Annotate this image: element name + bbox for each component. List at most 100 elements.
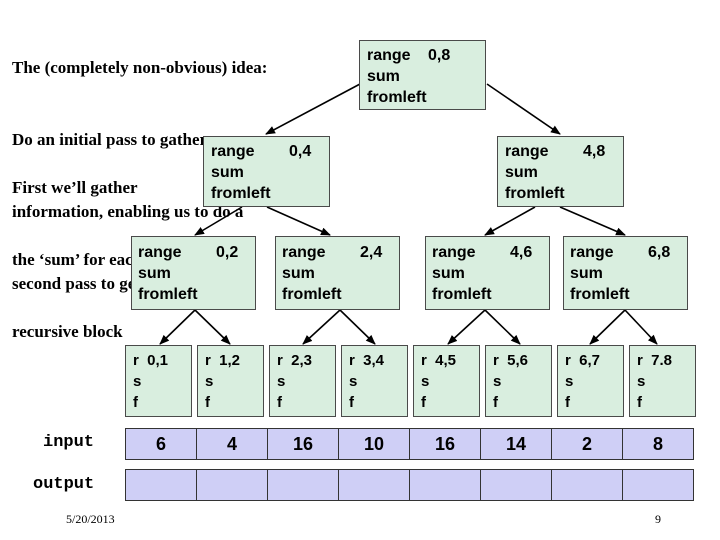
range-label: range xyxy=(282,244,326,261)
tree-leaf: r 1,2 s f xyxy=(197,345,264,417)
fromleft-label: fromleft xyxy=(367,89,427,106)
range-value: 0,4 xyxy=(289,143,312,160)
tree-node-level1: range 0,4 sum fromleft xyxy=(203,136,330,207)
output-cell xyxy=(196,469,268,501)
sum-label: sum xyxy=(211,164,244,181)
tree-node-level2: range 2,4 sum fromleft xyxy=(275,236,400,310)
input-cell: 10 xyxy=(338,428,410,460)
leaf-fromleft: f xyxy=(277,394,282,411)
leaf-range: r 4,5 xyxy=(421,352,457,369)
tree-leaf: r 3,4 s f xyxy=(341,345,408,417)
leaf-fromleft: f xyxy=(637,394,642,411)
leaf-range: r 3,4 xyxy=(349,352,385,369)
input-cell: 4 xyxy=(196,428,268,460)
edge-arrow xyxy=(447,309,486,345)
output-array xyxy=(125,469,694,501)
tree-node-level2: range 6,8 sum fromleft xyxy=(563,236,688,310)
leaf-fromleft: f xyxy=(133,394,138,411)
leaf-fromleft: f xyxy=(205,394,210,411)
range-value: 0,8 xyxy=(428,47,451,64)
leaf-sum: s xyxy=(421,373,430,390)
output-label: output xyxy=(33,475,95,494)
leaf-fromleft: f xyxy=(421,394,426,411)
fromleft-label: fromleft xyxy=(505,185,565,202)
range-label: range xyxy=(211,143,255,160)
sum-label: sum xyxy=(570,265,603,282)
tree-leaf: r 7.8 s f xyxy=(629,345,696,417)
leaf-sum: s xyxy=(277,373,286,390)
fromleft-label: fromleft xyxy=(211,185,271,202)
leaf-sum: s xyxy=(349,373,358,390)
leaf-range: r 0,1 xyxy=(133,352,169,369)
output-cell xyxy=(338,469,410,501)
edge-arrow xyxy=(265,83,361,135)
intro-text: The (completely non-obvious) idea: Do an… xyxy=(12,8,267,320)
fromleft-label: fromleft xyxy=(138,286,198,303)
edge-arrow xyxy=(484,206,536,236)
leaf-range: r 2,3 xyxy=(277,352,313,369)
edge-arrow xyxy=(559,206,626,236)
leaf-sum: s xyxy=(493,373,502,390)
leaf-range: r 7.8 xyxy=(637,352,673,369)
sum-label: sum xyxy=(138,265,171,282)
note-line: recursive block xyxy=(12,322,123,341)
leaf-range: r 1,2 xyxy=(205,352,241,369)
edge-arrow xyxy=(266,206,331,236)
leaf-fromleft: f xyxy=(349,394,354,411)
range-value: 0,2 xyxy=(216,244,239,261)
intro-line: Do an initial pass to gather xyxy=(12,130,208,149)
range-value: 6,8 xyxy=(648,244,671,261)
tree-node-level2: range 0,2 sum fromleft xyxy=(131,236,256,310)
edge-arrow xyxy=(484,309,521,345)
input-array: 6 4 16 10 16 14 2 8 xyxy=(125,428,694,460)
edge-arrow xyxy=(159,309,196,345)
intro-line: The (completely non-obvious) idea: xyxy=(12,58,268,77)
input-cell: 14 xyxy=(480,428,552,460)
leaf-range: r 6,7 xyxy=(565,352,601,369)
leaf-sum: s xyxy=(565,373,574,390)
output-cell xyxy=(480,469,552,501)
edge-arrow xyxy=(589,309,626,345)
footer-page-number: 9 xyxy=(655,512,661,526)
tree-leaf: r 0,1 s f xyxy=(125,345,192,417)
tree-leaf: r 5,6 s f xyxy=(485,345,552,417)
output-cell xyxy=(622,469,694,501)
range-value: 4,8 xyxy=(583,143,606,160)
edge-arrow xyxy=(339,309,376,345)
fromleft-label: fromleft xyxy=(570,286,630,303)
tree-leaf: r 4,5 s f xyxy=(413,345,480,417)
range-label: range xyxy=(432,244,476,261)
tree-leaf: r 2,3 s f xyxy=(269,345,336,417)
leaf-sum: s xyxy=(133,373,142,390)
input-cell: 16 xyxy=(267,428,339,460)
note-line: First we’ll gather xyxy=(12,178,138,197)
tree-leaf: r 6,7 s f xyxy=(557,345,624,417)
edge-arrow xyxy=(302,309,341,345)
leaf-fromleft: f xyxy=(493,394,498,411)
sum-label: sum xyxy=(367,68,400,85)
footer-date: 5/20/2013 xyxy=(66,512,115,526)
leaf-sum: s xyxy=(637,373,646,390)
fromleft-label: fromleft xyxy=(432,286,492,303)
input-cell: 8 xyxy=(622,428,694,460)
sum-label: sum xyxy=(505,164,538,181)
edge-arrow xyxy=(194,206,243,236)
output-cell xyxy=(267,469,339,501)
range-value: 2,4 xyxy=(360,244,383,261)
sum-label: sum xyxy=(282,265,315,282)
edge-arrow xyxy=(194,309,231,345)
input-cell: 2 xyxy=(551,428,623,460)
leaf-fromleft: f xyxy=(565,394,570,411)
leaf-range: r 5,6 xyxy=(493,352,529,369)
fromleft-label: fromleft xyxy=(282,286,342,303)
edge-arrow xyxy=(486,83,561,135)
sum-label: sum xyxy=(432,265,465,282)
input-label: input xyxy=(43,433,95,452)
output-cell xyxy=(125,469,197,501)
range-label: range xyxy=(138,244,182,261)
output-cell xyxy=(409,469,481,501)
range-label: range xyxy=(570,244,614,261)
